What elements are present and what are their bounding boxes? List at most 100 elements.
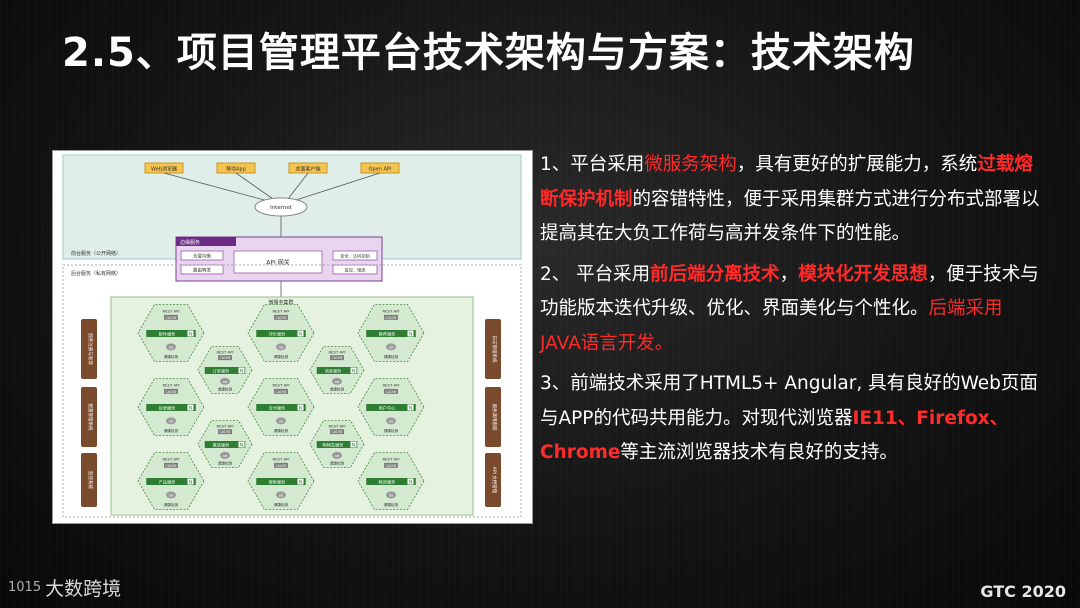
svg-text:DB: DB <box>335 454 339 458</box>
svg-text:DB: DB <box>223 454 227 458</box>
svg-text:CACHE: CACHE <box>386 464 397 468</box>
logo-text: 大数跨境 <box>45 578 122 600</box>
point-1: 1、平台采用微服务架构，具有更好的扩展能力，系统过载熔断保护机制的容错特性，便于… <box>540 154 1040 244</box>
svg-text:路由转发: 路由转发 <box>193 267 211 274</box>
svg-text:桌面客户端: 桌面客户端 <box>295 166 320 173</box>
api-gateway-label: API 网关 <box>266 259 289 267</box>
svg-text:日志管理系统: 日志管理系统 <box>491 336 498 363</box>
svg-text:N: N <box>240 442 243 448</box>
svg-text:REST API: REST API <box>163 457 180 462</box>
svg-text:健康检测: 健康检测 <box>218 386 233 391</box>
svg-text:邮件服务: 邮件服务 <box>159 330 177 337</box>
svg-text:N: N <box>409 405 412 411</box>
right-systems: 日志管理系统 服务调用跟踪 API 文档管理 <box>485 319 501 507</box>
svg-text:目录服务: 目录服务 <box>159 404 177 411</box>
svg-text:REST API: REST API <box>273 383 290 388</box>
client-openapi: Open API <box>360 162 400 174</box>
architecture-diagram: 前台服务（公开网络） Web浏览器 移动App 桌面客户端 Open API <box>52 150 533 524</box>
svg-text:推送服务: 推送服务 <box>213 441 231 448</box>
svg-text:健康检测: 健康检测 <box>330 386 345 391</box>
svg-text:移动App: 移动App <box>226 166 246 173</box>
svg-text:REST API: REST API <box>273 309 290 314</box>
event-badge: GTC 2020 <box>980 582 1066 601</box>
public-zone-label: 前台服务（公开网络） <box>71 250 121 257</box>
svg-text:产品服务: 产品服务 <box>159 478 177 485</box>
svg-text:DB: DB <box>389 345 393 349</box>
description-text: 1、平台采用微服务架构，具有更好的扩展能力，系统过载熔断保护机制的容错特性，便于… <box>540 148 1040 477</box>
svg-text:支付服务: 支付服务 <box>269 404 287 411</box>
svg-text:物流服务: 物流服务 <box>379 478 397 485</box>
svg-text:N: N <box>189 405 192 411</box>
slide-title: 2.5、项目管理平台技术架构与方案：技术架构 <box>62 30 915 76</box>
svg-text:N: N <box>409 479 412 485</box>
private-zone <box>62 264 522 518</box>
architecture-svg: 前台服务（公开网络） Web浏览器 移动App 桌面客户端 Open API <box>62 154 522 518</box>
point-2: 2、 平台采用前后端分离技术，模块化开发思想，便于技术与功能版本迭代升级、优化、… <box>540 263 1039 354</box>
svg-text:CACHE: CACHE <box>276 390 287 394</box>
svg-text:N: N <box>352 442 355 448</box>
svg-text:REST API: REST API <box>383 309 400 314</box>
svg-text:购物车服务: 购物车服务 <box>323 441 345 448</box>
svg-text:REST API: REST API <box>329 349 346 354</box>
svg-text:Open API: Open API <box>369 167 392 173</box>
svg-text:CACHE: CACHE <box>332 430 343 434</box>
client-desktop: 桌面客户端 <box>288 162 328 174</box>
svg-text:搜索服务: 搜索服务 <box>269 478 287 485</box>
svg-text:REST API: REST API <box>163 309 180 314</box>
cluster-title: 微服务集群 <box>268 299 293 306</box>
svg-text:DB: DB <box>389 419 393 423</box>
svg-text:监控、限流: 监控、限流 <box>345 267 367 274</box>
svg-text:健康检测: 健康检测 <box>164 354 179 359</box>
client-arrows <box>163 172 381 239</box>
svg-text:健康检测: 健康检测 <box>384 502 399 507</box>
svg-text:N: N <box>189 331 192 337</box>
svg-text:监控系统: 监控系统 <box>87 471 94 489</box>
svg-text:负载均衡: 负载均衡 <box>193 253 211 260</box>
svg-text:健康检测: 健康检测 <box>330 460 345 465</box>
svg-text:DB: DB <box>335 380 339 384</box>
svg-text:REST API: REST API <box>163 383 180 388</box>
svg-text:消息服务: 消息服务 <box>325 367 343 374</box>
svg-text:用户中心: 用户中心 <box>379 404 397 411</box>
svg-text:服务调用跟踪: 服务调用跟踪 <box>491 404 498 431</box>
svg-text:N: N <box>189 479 192 485</box>
svg-text:N: N <box>240 368 243 374</box>
svg-text:服务注册与发现: 服务注册与发现 <box>87 333 94 365</box>
svg-text:CACHE: CACHE <box>386 390 397 394</box>
svg-text:健康检测: 健康检测 <box>274 354 289 359</box>
point-3: 3、前端技术采用了HTML5+ Angular, 具有良好的Web页面与APP的… <box>540 373 1038 463</box>
svg-text:DB: DB <box>169 419 173 423</box>
svg-text:CACHE: CACHE <box>220 356 231 360</box>
svg-text:CACHE: CACHE <box>220 430 231 434</box>
private-zone-label: 后台服务（私有网络） <box>71 270 121 277</box>
svg-text:REST API: REST API <box>383 383 400 388</box>
brand-logo: 1015 大数跨境 <box>8 574 121 601</box>
left-systems: 服务注册与发现 配置管理系统 监控系统 <box>81 319 97 507</box>
internet-cloud: Internet <box>254 197 308 217</box>
svg-text:API 文档管理: API 文档管理 <box>491 467 498 494</box>
svg-text:REST API: REST API <box>273 457 290 462</box>
svg-text:DB: DB <box>279 493 283 497</box>
svg-text:REST API: REST API <box>217 423 234 428</box>
svg-text:推荐服务: 推荐服务 <box>379 330 397 337</box>
service-node: REST API CACHE 推送服务 N DB 健康检测 <box>197 420 253 468</box>
svg-text:DB: DB <box>223 380 227 384</box>
svg-text:Web浏览器: Web浏览器 <box>151 166 177 173</box>
svg-text:CACHE: CACHE <box>276 464 287 468</box>
svg-text:配置管理系统: 配置管理系统 <box>87 404 94 431</box>
svg-text:健康检测: 健康检测 <box>218 460 233 465</box>
svg-text:健康检测: 健康检测 <box>274 502 289 507</box>
client-mobile: 移动App <box>216 162 256 174</box>
client-web: Web浏览器 <box>144 162 184 174</box>
svg-text:CACHE: CACHE <box>386 316 397 320</box>
svg-text:健康检测: 健康检测 <box>274 428 289 433</box>
svg-text:健康检测: 健康检测 <box>384 354 399 359</box>
